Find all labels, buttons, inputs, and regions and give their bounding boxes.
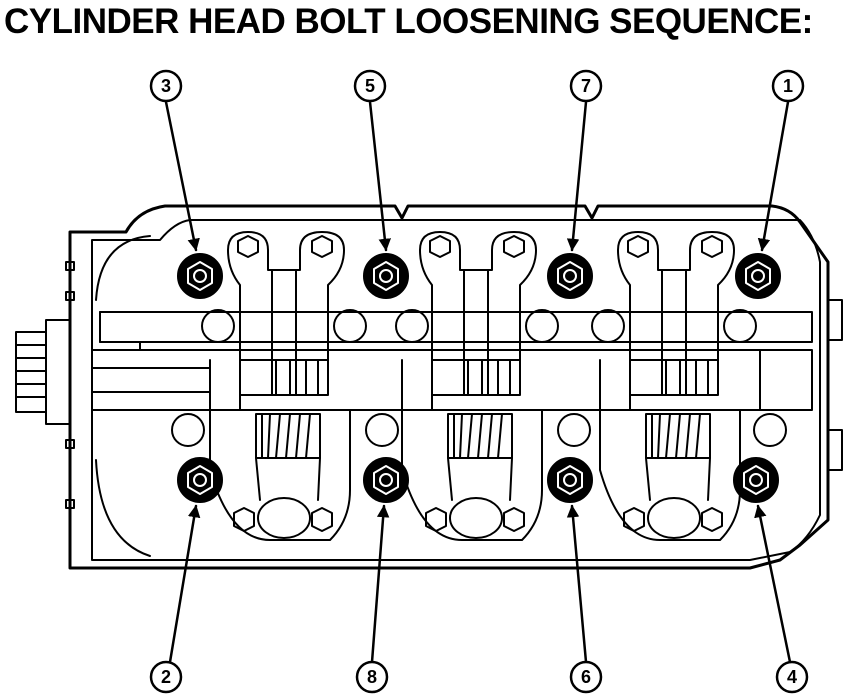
callout-2-label: 2 xyxy=(161,667,171,687)
head-bolt-7 xyxy=(547,253,593,299)
head-bolt-5 xyxy=(363,253,409,299)
leader-lines xyxy=(164,100,792,664)
callout-5-label: 5 xyxy=(365,76,375,96)
callout-1: 1 xyxy=(771,69,805,103)
rocker-shaft-assembly xyxy=(91,309,813,447)
page-title: CYLINDER HEAD BOLT LOOSENING SEQUENCE: xyxy=(4,2,813,41)
callout-5: 5 xyxy=(353,69,387,103)
head-bolt-3 xyxy=(177,253,223,299)
leader-1 xyxy=(757,100,790,252)
leader-4 xyxy=(754,504,792,664)
head-bolt-2 xyxy=(177,457,223,503)
leader-7 xyxy=(566,100,588,252)
rocker-arm-group-1 xyxy=(209,231,351,541)
callout-1-label: 1 xyxy=(783,76,793,96)
leader-8 xyxy=(370,504,390,664)
callout-2: 2 xyxy=(149,660,183,694)
leader-2 xyxy=(168,504,201,664)
callout-4: 4 xyxy=(775,660,809,694)
callout-7-label: 7 xyxy=(581,76,591,96)
cylinder-head-outline xyxy=(15,204,843,570)
head-bolt-1 xyxy=(735,253,781,299)
head-bolt-6 xyxy=(547,457,593,503)
leader-3 xyxy=(164,100,200,252)
callout-8-label: 8 xyxy=(367,667,377,687)
rocker-arm-group-3 xyxy=(599,231,741,541)
callout-7: 7 xyxy=(569,69,603,103)
callout-6: 6 xyxy=(569,660,603,694)
rocker-arm-group-2 xyxy=(401,231,543,541)
leader-5 xyxy=(368,100,392,252)
callout-4-label: 4 xyxy=(787,667,797,687)
head-bolt-4 xyxy=(733,457,779,503)
callout-3-label: 3 xyxy=(161,76,171,96)
head-bolt-8 xyxy=(363,457,409,503)
callout-6-label: 6 xyxy=(581,667,591,687)
callout-3: 3 xyxy=(149,69,183,103)
callout-8: 8 xyxy=(355,660,389,694)
leader-6 xyxy=(566,504,588,664)
